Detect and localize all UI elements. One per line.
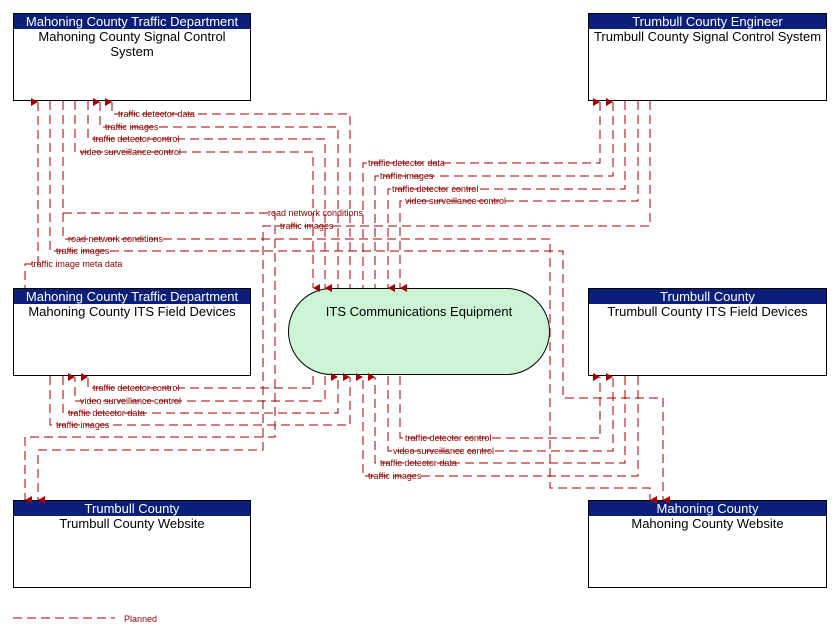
flow-line <box>37 101 651 504</box>
flow-line <box>387 373 614 452</box>
box-system-name: Trumbull County ITS Field Devices <box>607 304 808 319</box>
its-communications-equipment-node[interactable]: ITS Communications Equipment <box>288 288 550 375</box>
flow-label: road network conditions <box>268 208 364 218</box>
legend-planned-label: Planned <box>124 614 157 624</box>
flow-label: video surveillance control <box>393 446 494 456</box>
flow-label: traffic images <box>56 246 110 256</box>
box-mahoning-its-field-devices[interactable]: Mahoning County Traffic Department Mahon… <box>13 288 251 376</box>
flow-label: traffic images <box>380 171 434 181</box>
flow-line <box>374 98 614 288</box>
box-agency-header: Trumbull County Engineer <box>589 14 826 29</box>
flow-label: traffic detector control <box>405 433 491 443</box>
box-trumbull-signal-control[interactable]: Trumbull County Engineer Trumbull County… <box>588 13 827 101</box>
flow-line <box>87 101 332 292</box>
flow-line <box>49 101 670 504</box>
flow-line <box>24 101 276 504</box>
box-agency-header: Trumbull County <box>589 289 826 304</box>
flow-line <box>68 373 326 402</box>
flow-label: traffic detector control <box>392 184 478 194</box>
box-trumbull-its-field-devices[interactable]: Trumbull County Trumbull County ITS Fiel… <box>588 288 827 376</box>
box-agency-header: Mahoning County Traffic Department <box>14 289 250 304</box>
flow-line <box>399 101 639 292</box>
flow-line <box>105 98 351 288</box>
flow-label: video surveillance control <box>80 396 181 406</box>
flow-label: traffic detector data <box>118 109 195 119</box>
flow-label: traffic detector data <box>380 458 457 468</box>
flow-line <box>387 101 626 292</box>
flow-label: traffic detector control <box>93 383 179 393</box>
flow-line <box>368 373 626 464</box>
flow-label: traffic images <box>280 221 334 231</box>
flow-label: road network conditions <box>68 234 164 244</box>
box-system-name: Trumbull County Website <box>59 516 205 531</box>
flow-line <box>62 101 657 504</box>
flow-line <box>62 373 339 414</box>
box-agency-header: Mahoning County Traffic Department <box>14 14 250 29</box>
box-system-name: Mahoning County ITS Field Devices <box>28 304 236 319</box>
flow-line <box>362 98 601 288</box>
flow-label: traffic images <box>105 122 159 132</box>
flow-line <box>74 101 320 292</box>
flow-line <box>356 373 639 477</box>
flow-label: video surveillance control <box>405 196 506 206</box>
box-system-name: Mahoning County Website <box>631 516 784 531</box>
flow-line <box>93 98 339 288</box>
box-agency-header: Mahoning County <box>589 501 826 516</box>
flow-line <box>49 373 351 426</box>
box-mahoning-signal-control[interactable]: Mahoning County Traffic Department Mahon… <box>13 13 251 101</box>
box-system-name: Trumbull County Signal Control System <box>593 29 822 44</box>
flow-label: video surveillance control <box>80 147 181 157</box>
box-trumbull-website[interactable]: Trumbull County Trumbull County Website <box>13 500 251 588</box>
flow-line <box>399 373 601 439</box>
flow-line <box>24 98 39 288</box>
flow-label: traffic image meta data <box>31 259 122 269</box>
flow-line <box>81 373 314 389</box>
box-mahoning-website[interactable]: Mahoning County Mahoning County Website <box>588 500 827 588</box>
flow-label: traffic detector data <box>368 158 445 168</box>
box-agency-header: Trumbull County <box>14 501 250 516</box>
flow-label: traffic detector control <box>93 134 179 144</box>
flow-label: traffic images <box>368 471 422 481</box>
box-system-name: Mahoning County Signal Control System <box>38 29 226 59</box>
flow-label: traffic detector data <box>68 408 145 418</box>
flow-label: traffic images <box>56 420 110 430</box>
